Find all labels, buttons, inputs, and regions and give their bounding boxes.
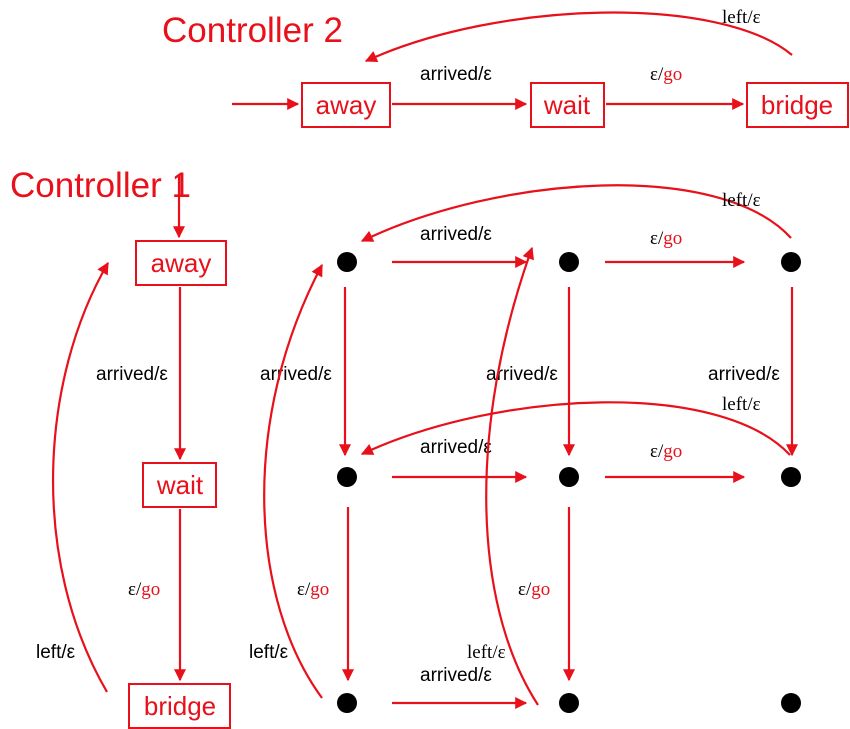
c2-state-wait-label: wait [543, 90, 591, 120]
product-label-r1-left: left/ε [722, 190, 761, 211]
controller1-title: Controller 1 [10, 166, 191, 205]
product-label-r1-arrived: arrived/ε [420, 224, 492, 245]
product-label-r2-arrived: arrived/ε [420, 437, 492, 458]
product-node-bridge-bridge [781, 693, 801, 713]
product-node-bridge-away [337, 693, 357, 713]
c1-state-away: away [135, 240, 227, 286]
c2-state-away: away [301, 82, 391, 128]
product-label-c2-go: ε/go [518, 579, 550, 600]
product-node-away-wait [559, 252, 579, 272]
c1-edge-bridge-away [52, 261, 109, 693]
product-label-r3-arrived: arrived/ε [420, 665, 492, 686]
product-edge-r2-left [360, 401, 791, 456]
c1-state-wait-label: wait [156, 470, 204, 500]
product-edge-r1-left [360, 184, 792, 242]
product-edge-c2-left [485, 246, 539, 706]
product-label-c1-left: left/ε [249, 642, 289, 663]
controller2-title: Controller 2 [162, 11, 343, 50]
c1-state-away-label: away [151, 248, 212, 278]
product-node-away-bridge [781, 252, 801, 272]
product-label-r2-left: left/ε [722, 394, 761, 415]
c2-state-wait: wait [530, 82, 605, 128]
product-label-c2-left: left/ε [467, 642, 506, 663]
c1-state-bridge: bridge [128, 683, 231, 729]
product-node-away-away [337, 252, 357, 272]
c1-state-wait: wait [142, 462, 217, 508]
c2-edge-bridge-away [364, 11, 793, 63]
c2-state-bridge: bridge [746, 82, 849, 128]
product-label-c2-arrived: arrived/ε [486, 364, 558, 385]
c2-state-bridge-label: bridge [761, 90, 833, 120]
product-node-wait-wait [559, 467, 579, 487]
c1-state-bridge-label: bridge [144, 691, 216, 721]
c2-edge-wait-bridge-label: ε/go [650, 64, 682, 85]
product-label-c3-arrived: arrived/ε [708, 364, 780, 385]
c1-edge-wait-bridge-label: ε/go [128, 579, 160, 600]
product-node-wait-away [337, 467, 357, 487]
c1-edge-away-wait-label: arrived/ε [96, 364, 168, 385]
product-label-r2-go: ε/go [650, 441, 682, 462]
product-label-r1-go: ε/go [650, 228, 682, 249]
c2-state-away-label: away [316, 90, 377, 120]
product-node-wait-bridge [781, 467, 801, 487]
c2-edge-bridge-away-label: left/ε [722, 7, 761, 28]
c1-edge-bridge-away-label: left/ε [36, 642, 76, 663]
product-node-bridge-wait [559, 693, 579, 713]
product-label-c1-go: ε/go [297, 579, 329, 600]
c2-edge-away-wait-label: arrived/ε [420, 64, 492, 85]
product-edge-c1-left [263, 263, 323, 699]
product-label-c1-arrived: arrived/ε [260, 364, 332, 385]
